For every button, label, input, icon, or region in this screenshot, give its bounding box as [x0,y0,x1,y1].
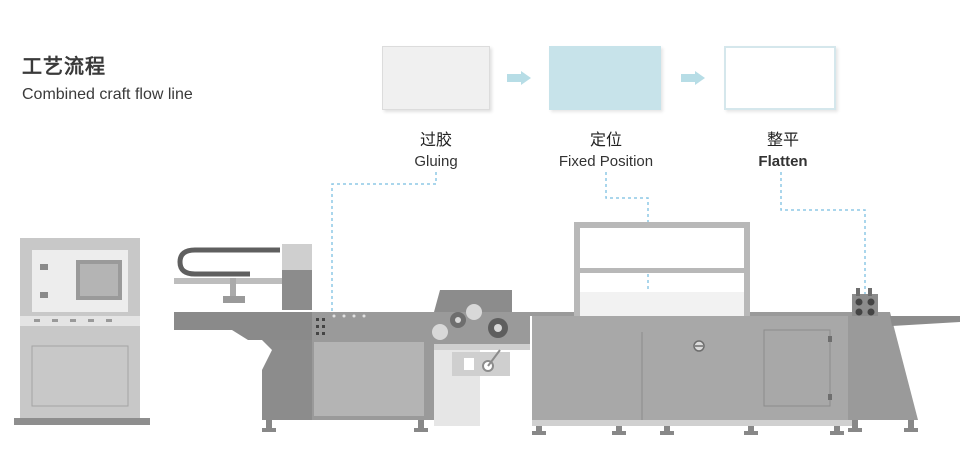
step-gluing-en: Gluing [414,153,458,170]
step-fixed-position-zh: 定位 [589,130,622,149]
title-english: Combined craft flow line [22,86,193,103]
gluing-unit [432,290,530,426]
title-chinese: 工艺流程 [22,54,106,78]
step-gluing-zh: 过胶 [419,130,452,149]
step-flatten-en: Flatten [758,153,808,170]
step-flatten-zh: 整平 [766,130,799,149]
flow-arrow-icon [681,71,705,85]
flattening-unit [848,288,960,432]
step-gluing-label: 过胶 Gluing [356,126,516,170]
control-cabinet [14,238,150,425]
step-flatten-label: 整平 Flatten [703,126,863,170]
flow-arrow-icon [507,71,531,85]
positioning-unit [532,222,852,435]
feeder-unit [174,244,434,432]
step-fixed-position-label: 定位 Fixed Position [526,126,686,170]
step-gluing-box [382,46,490,110]
step-fixed-position-box [549,46,661,110]
step-fixed-position-en: Fixed Position [558,153,654,170]
step-flatten-box [724,46,836,110]
